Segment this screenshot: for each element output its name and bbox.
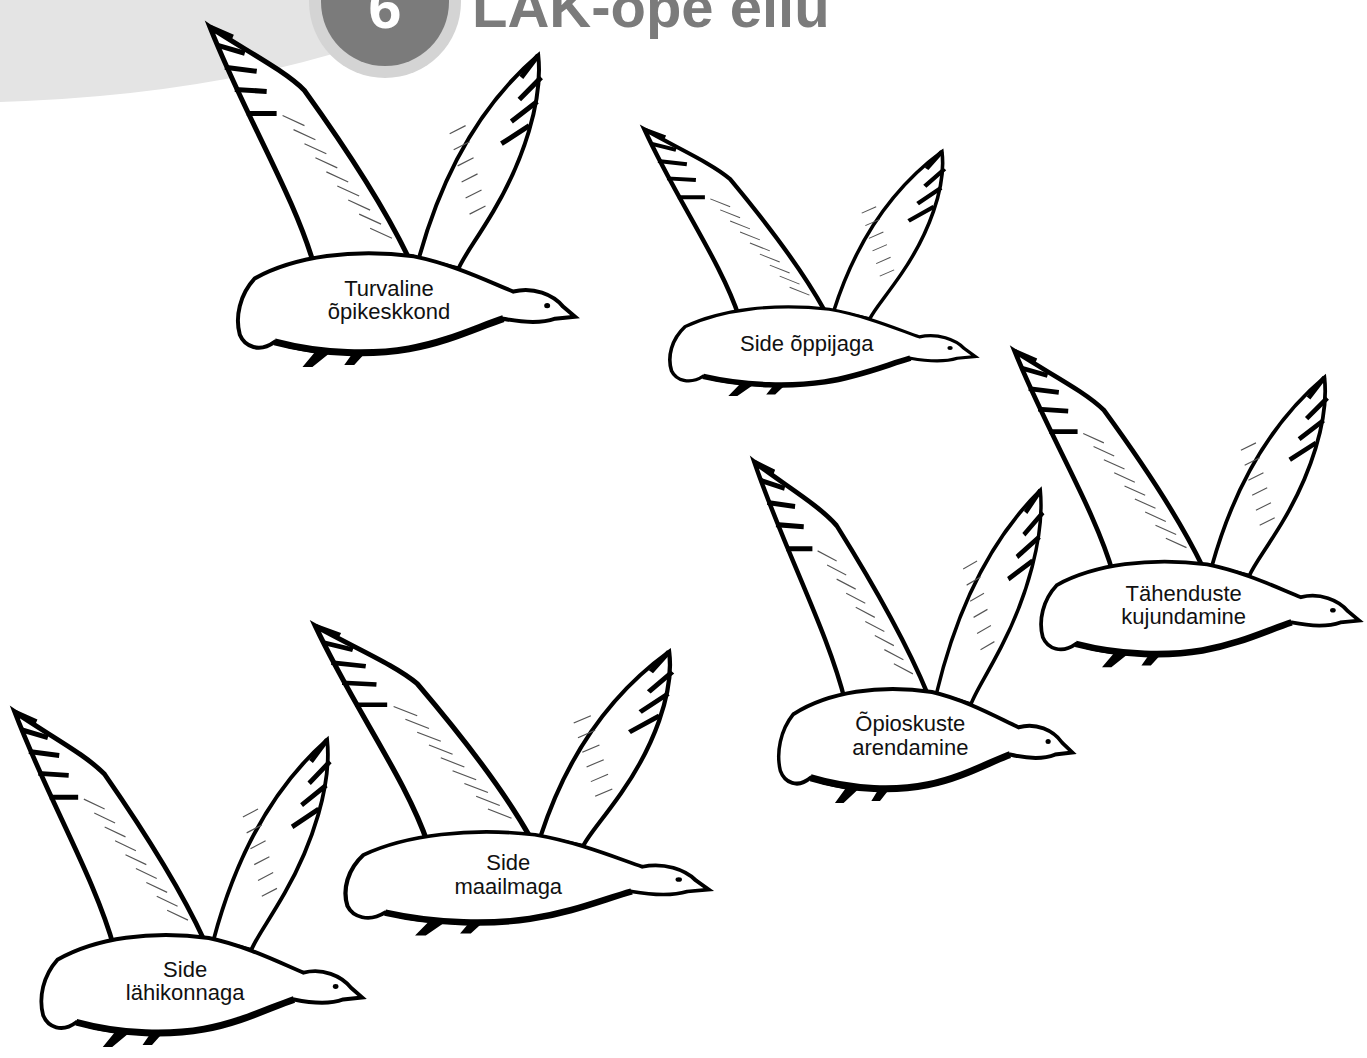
goose-body bbox=[670, 307, 975, 385]
goose-wing bbox=[419, 55, 539, 268]
goose-wing bbox=[210, 27, 409, 266]
feather-tips bbox=[645, 129, 705, 197]
goose-node: Side lähikonnaga bbox=[10, 700, 365, 1052]
goose-eye bbox=[1046, 739, 1051, 744]
page-title: LAK-õpe ellu bbox=[472, 0, 830, 36]
goose-label: Side õppijaga bbox=[717, 332, 897, 356]
goose-wing bbox=[1015, 351, 1203, 574]
goose-wing bbox=[645, 129, 825, 317]
goose-node: Side maailmaga bbox=[310, 615, 712, 940]
goose-eye bbox=[947, 346, 952, 350]
goose-wing bbox=[1212, 377, 1325, 575]
goose-label: Tähenduste kujundamine bbox=[1109, 582, 1259, 630]
wing-hatching bbox=[394, 707, 613, 819]
goose-body bbox=[238, 253, 575, 353]
wing-hatching bbox=[818, 551, 995, 674]
goose-label: Õpioskuste arendamine bbox=[840, 713, 980, 761]
goose-body bbox=[41, 935, 362, 1033]
goose-node: Turvaline õpikeskkond bbox=[205, 15, 578, 372]
goose-body bbox=[1041, 562, 1359, 655]
belly-shadow bbox=[703, 358, 910, 385]
goose-node: Side õppijaga bbox=[640, 120, 978, 400]
badge-circle bbox=[321, 0, 449, 66]
feather-tips bbox=[1290, 377, 1328, 459]
feather-tips bbox=[315, 626, 387, 705]
wing-hatching bbox=[84, 799, 277, 920]
feather-tips bbox=[501, 55, 541, 143]
goose-wing bbox=[214, 740, 328, 950]
goose-body bbox=[779, 689, 1073, 789]
goose-eye bbox=[676, 877, 682, 882]
goose-wing bbox=[834, 152, 943, 319]
goose-eye bbox=[544, 303, 550, 308]
wing-hatching bbox=[1083, 434, 1274, 548]
feather-tips bbox=[15, 712, 78, 797]
goose-label: Side maailmaga bbox=[446, 851, 571, 899]
goose-node: Tähenduste kujundamine bbox=[1010, 340, 1362, 672]
goose-wing bbox=[315, 626, 529, 844]
chapter-number: 6 bbox=[368, 0, 401, 38]
wing-hatching bbox=[710, 199, 894, 295]
goose-wing bbox=[936, 490, 1041, 704]
goose-wing bbox=[540, 652, 669, 846]
feather-tips bbox=[909, 152, 945, 221]
goose-node: Õpioskuste arendamine bbox=[750, 450, 1075, 808]
goose-body bbox=[346, 832, 709, 923]
goose-label: Side lähikonnaga bbox=[115, 958, 255, 1006]
wing-hatching bbox=[283, 116, 486, 239]
feather-tips bbox=[754, 462, 812, 549]
goose-eye bbox=[333, 984, 339, 989]
goose-wing bbox=[754, 462, 927, 702]
feather-tips bbox=[210, 27, 277, 113]
feather-tips bbox=[1008, 490, 1043, 579]
goose-eye bbox=[1330, 608, 1336, 613]
goose-illustration bbox=[640, 120, 978, 400]
feather-tips bbox=[1015, 351, 1078, 431]
feather-tips bbox=[629, 652, 672, 733]
feather-tips bbox=[292, 740, 330, 827]
badge-ring bbox=[309, 0, 461, 78]
goose-wing bbox=[15, 712, 204, 948]
goose-label: Turvaline õpikeskkond bbox=[319, 277, 459, 325]
